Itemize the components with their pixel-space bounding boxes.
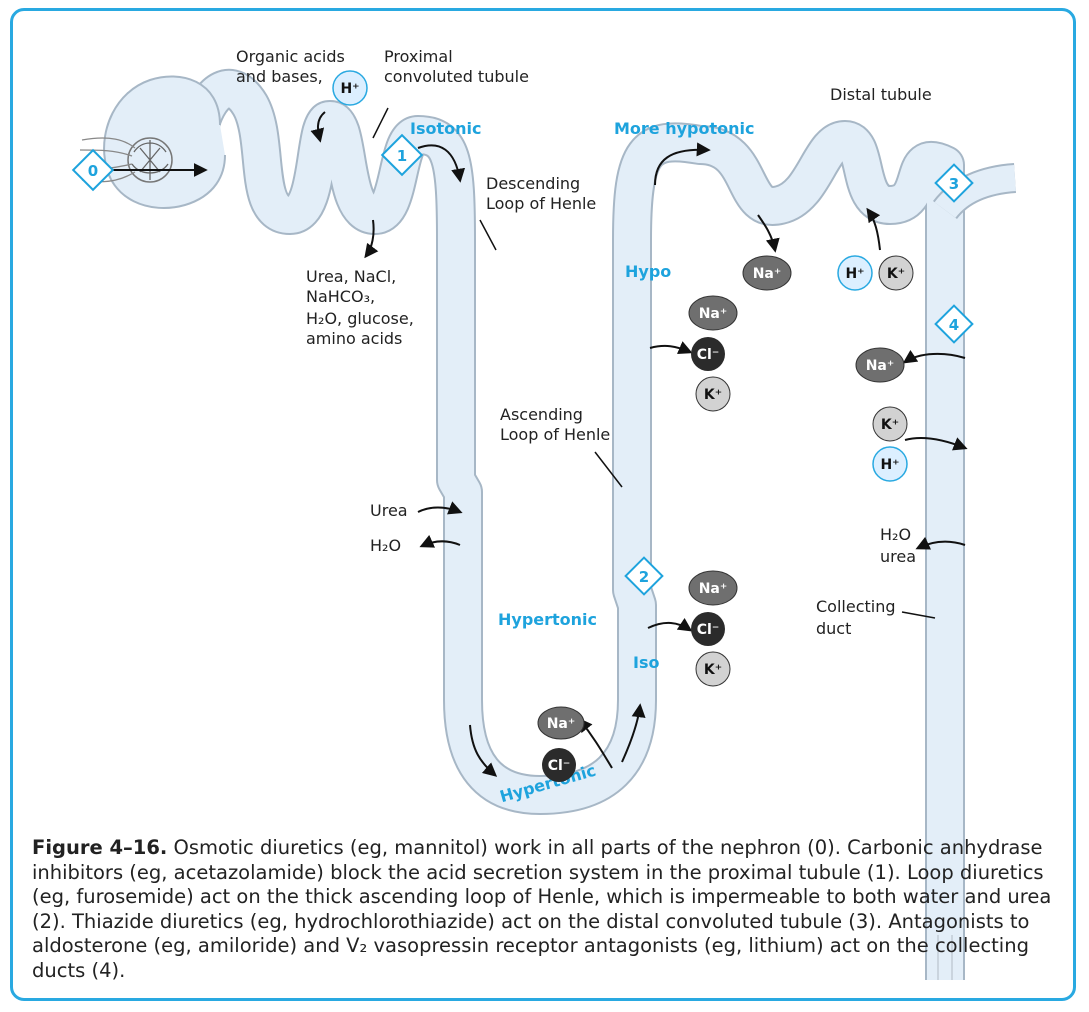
reabsorbed-line2: NaHCO₃, [306,287,375,306]
site-label-2: 2 [639,568,649,586]
na-ion-collecting: Na⁺ [856,348,904,382]
proximal-label-line1: Proximal [384,47,453,66]
svg-text:Cl⁻: Cl⁻ [697,622,719,638]
svg-text:H⁺: H⁺ [845,266,864,282]
svg-text:K⁺: K⁺ [704,387,722,403]
organic-acids-label-line1: Organic acids [236,47,345,66]
figure-caption: Figure 4–16. Osmotic diuretics (eg, mann… [32,836,1062,983]
hypo-label: Hypo [625,262,671,281]
h2o-label: H₂O [370,536,401,555]
reabsorbed-line4: amino acids [306,329,402,348]
site-label-4: 4 [949,316,959,334]
organic-acids-label-line2: and bases, [236,67,323,86]
site-label-3: 3 [949,175,959,193]
k-ion-distal: K⁺ [879,256,913,290]
iso-label: Iso [633,653,659,672]
svg-text:H⁺: H⁺ [880,457,899,473]
site-label-0: 0 [88,162,98,180]
svg-text:Cl⁻: Cl⁻ [548,758,570,774]
svg-text:Cl⁻: Cl⁻ [697,347,719,363]
svg-text:Na⁺: Na⁺ [866,358,895,374]
ascending-label-line2: Loop of Henle [500,425,610,444]
site-label-1: 1 [397,147,407,165]
k-ion-collecting: K⁺ [873,407,907,441]
urea-label: Urea [370,501,408,520]
svg-text:Na⁺: Na⁺ [753,266,782,282]
h2o-urea-line2: urea [880,547,916,566]
k-ion-thick-ascending: K⁺ [696,652,730,686]
caption-label: Figure 4–16. [32,836,167,859]
na-ion-ascending: Na⁺ [689,296,737,330]
collecting-duct-line1: Collecting [816,597,896,616]
distal-tubule-label: Distal tubule [830,85,932,104]
svg-text:K⁺: K⁺ [887,266,905,282]
proximal-label-line2: convoluted tubule [384,67,529,86]
svg-text:Na⁺: Na⁺ [699,306,728,322]
collecting-duct-line2: duct [816,619,851,638]
cl-ion-ascending: Cl⁻ [691,337,725,371]
na-ion-distal: Na⁺ [743,256,791,290]
h-ion-collecting: H⁺ [873,447,907,481]
h2o-urea-line1: H₂O [880,525,911,544]
descending-label-line1: Descending [486,174,580,193]
descending-label-line2: Loop of Henle [486,194,596,213]
h-ion-distal: H⁺ [838,256,872,290]
ascending-label-line1: Ascending [500,405,583,424]
na-ion-thick-ascending: Na⁺ [689,571,737,605]
caption-text: Osmotic diuretics (eg, mannitol) work in… [32,836,1051,982]
cl-ion-thick-ascending: Cl⁻ [691,612,725,646]
h-ion-proximal: H⁺ [333,71,367,105]
hypertonic-label: Hypertonic [498,610,597,629]
svg-text:Na⁺: Na⁺ [699,581,728,597]
isotonic-label: Isotonic [410,119,481,138]
reabsorbed-line1: Urea, NaCl, [306,267,396,286]
reabsorbed-line3: H₂O, glucose, [306,309,414,328]
k-ion-ascending: K⁺ [696,377,730,411]
glomerulus [80,76,225,208]
more-hypotonic-label: More hypotonic [614,119,755,138]
svg-text:Na⁺: Na⁺ [547,716,576,732]
cl-ion-loop: Cl⁻ [542,748,576,782]
na-ion-loop: Na⁺ [538,707,584,739]
svg-text:H⁺: H⁺ [340,81,359,97]
svg-text:K⁺: K⁺ [881,417,899,433]
svg-text:K⁺: K⁺ [704,662,722,678]
